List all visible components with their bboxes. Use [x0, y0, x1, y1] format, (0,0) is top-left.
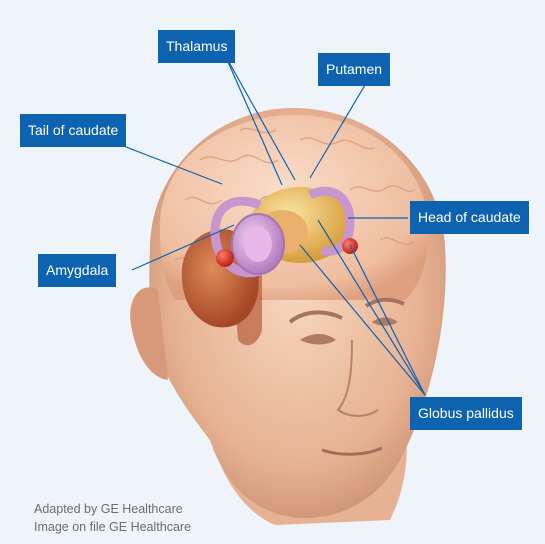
- label-head-of-caudate: Head of caudate: [410, 201, 529, 234]
- label-globus-pallidus: Globus pallidus: [410, 397, 522, 430]
- label-amygdala: Amygdala: [38, 254, 116, 287]
- credit-line-2: Image on file GE Healthcare: [34, 518, 191, 536]
- credit-line-1: Adapted by GE Healthcare: [34, 500, 183, 518]
- label-tail-of-caudate: Tail of caudate: [20, 114, 126, 147]
- globus-inner: [244, 226, 272, 262]
- label-putamen: Putamen: [318, 53, 390, 86]
- label-thalamus: Thalamus: [158, 30, 235, 63]
- red-node-left: [216, 249, 234, 267]
